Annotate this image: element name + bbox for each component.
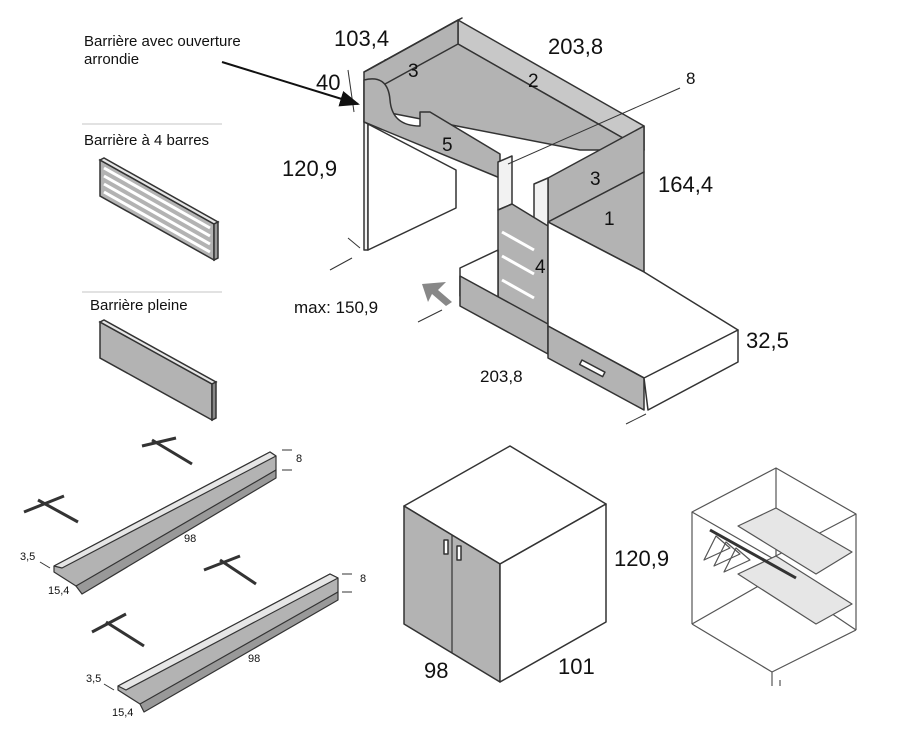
shelf-bracket — [23, 494, 79, 524]
dim-upper-height: 120,9 — [282, 156, 338, 181]
hanger-icon — [723, 547, 751, 573]
part-number: 3 — [408, 61, 419, 82]
wardrobe-closed-illustration — [403, 445, 607, 683]
ladder-leader-line — [507, 87, 681, 165]
shelf-lower-thickness: 3,5 — [86, 673, 102, 685]
left-support-face — [367, 123, 457, 251]
front-guard-rounded — [363, 78, 501, 179]
shelf-upper-length: 98 — [184, 533, 197, 545]
wardrobe-depth: 101 — [558, 654, 595, 679]
interior-shelf-lower — [737, 555, 853, 625]
part-number: 5 — [442, 135, 453, 156]
legend-solid: Barrière pleine — [90, 297, 188, 314]
legend-rounded-opening: Barrière avec ouverture arrondie — [84, 33, 241, 68]
dim-max-width: max: 150,9 — [294, 298, 379, 317]
dim-ladder-ref: 8 — [686, 69, 696, 88]
shelf-upper-height: 8 — [296, 453, 303, 465]
legend-column — [82, 123, 222, 422]
wardrobe-handle — [456, 545, 462, 561]
part-number: 1 — [604, 209, 615, 230]
shelf-lower-depth: 15,4 — [112, 707, 134, 719]
dim-top-length: 203,8 — [548, 34, 604, 59]
part-number: 4 — [535, 257, 546, 278]
dim-total-height: 164,4 — [658, 172, 714, 197]
wardrobe-handle — [443, 539, 449, 555]
part-number: 2 — [528, 71, 539, 92]
hanger-icon — [713, 541, 741, 567]
legend-four-bars: Barrière à 4 barres — [84, 132, 210, 149]
shelf-bracket — [203, 554, 257, 586]
hanger-icon — [703, 535, 731, 561]
shelf-bracket — [91, 612, 145, 648]
rounded-opening-pointer — [221, 61, 360, 107]
left-end-top-edge — [363, 17, 463, 73]
shelf-upper-depth: 15,4 — [48, 585, 70, 597]
dim-guard-height: 40 — [316, 70, 341, 95]
solid-barrier-illustration — [98, 319, 218, 422]
wardrobe-width: 98 — [424, 658, 449, 683]
dim-top-depth: 103,4 — [334, 26, 390, 51]
wardrobe-interior-illustration — [691, 467, 857, 686]
ladder-post-left — [497, 155, 513, 211]
dim-bottom-length: 203,8 — [480, 367, 523, 386]
lower-bed-end — [643, 329, 739, 411]
shelf-lower-length: 98 — [248, 653, 261, 665]
direction-arrow-icon — [422, 282, 452, 306]
shelf-bracket — [141, 436, 193, 466]
dim-bottom-height: 32,5 — [746, 328, 789, 353]
shelf-lower-height: 8 — [360, 573, 367, 585]
bunk-bed-illustration — [329, 17, 739, 425]
wardrobe-height: 120,9 — [614, 546, 670, 571]
wardrobe-side — [499, 503, 607, 683]
shelves-illustration — [23, 436, 352, 713]
interior-shelf-upper — [737, 507, 853, 575]
shelf-upper-thickness: 3,5 — [20, 551, 36, 563]
part-number: 3 — [590, 169, 601, 190]
hanging-rail — [709, 528, 797, 580]
four-bar-barrier-illustration — [98, 157, 220, 262]
